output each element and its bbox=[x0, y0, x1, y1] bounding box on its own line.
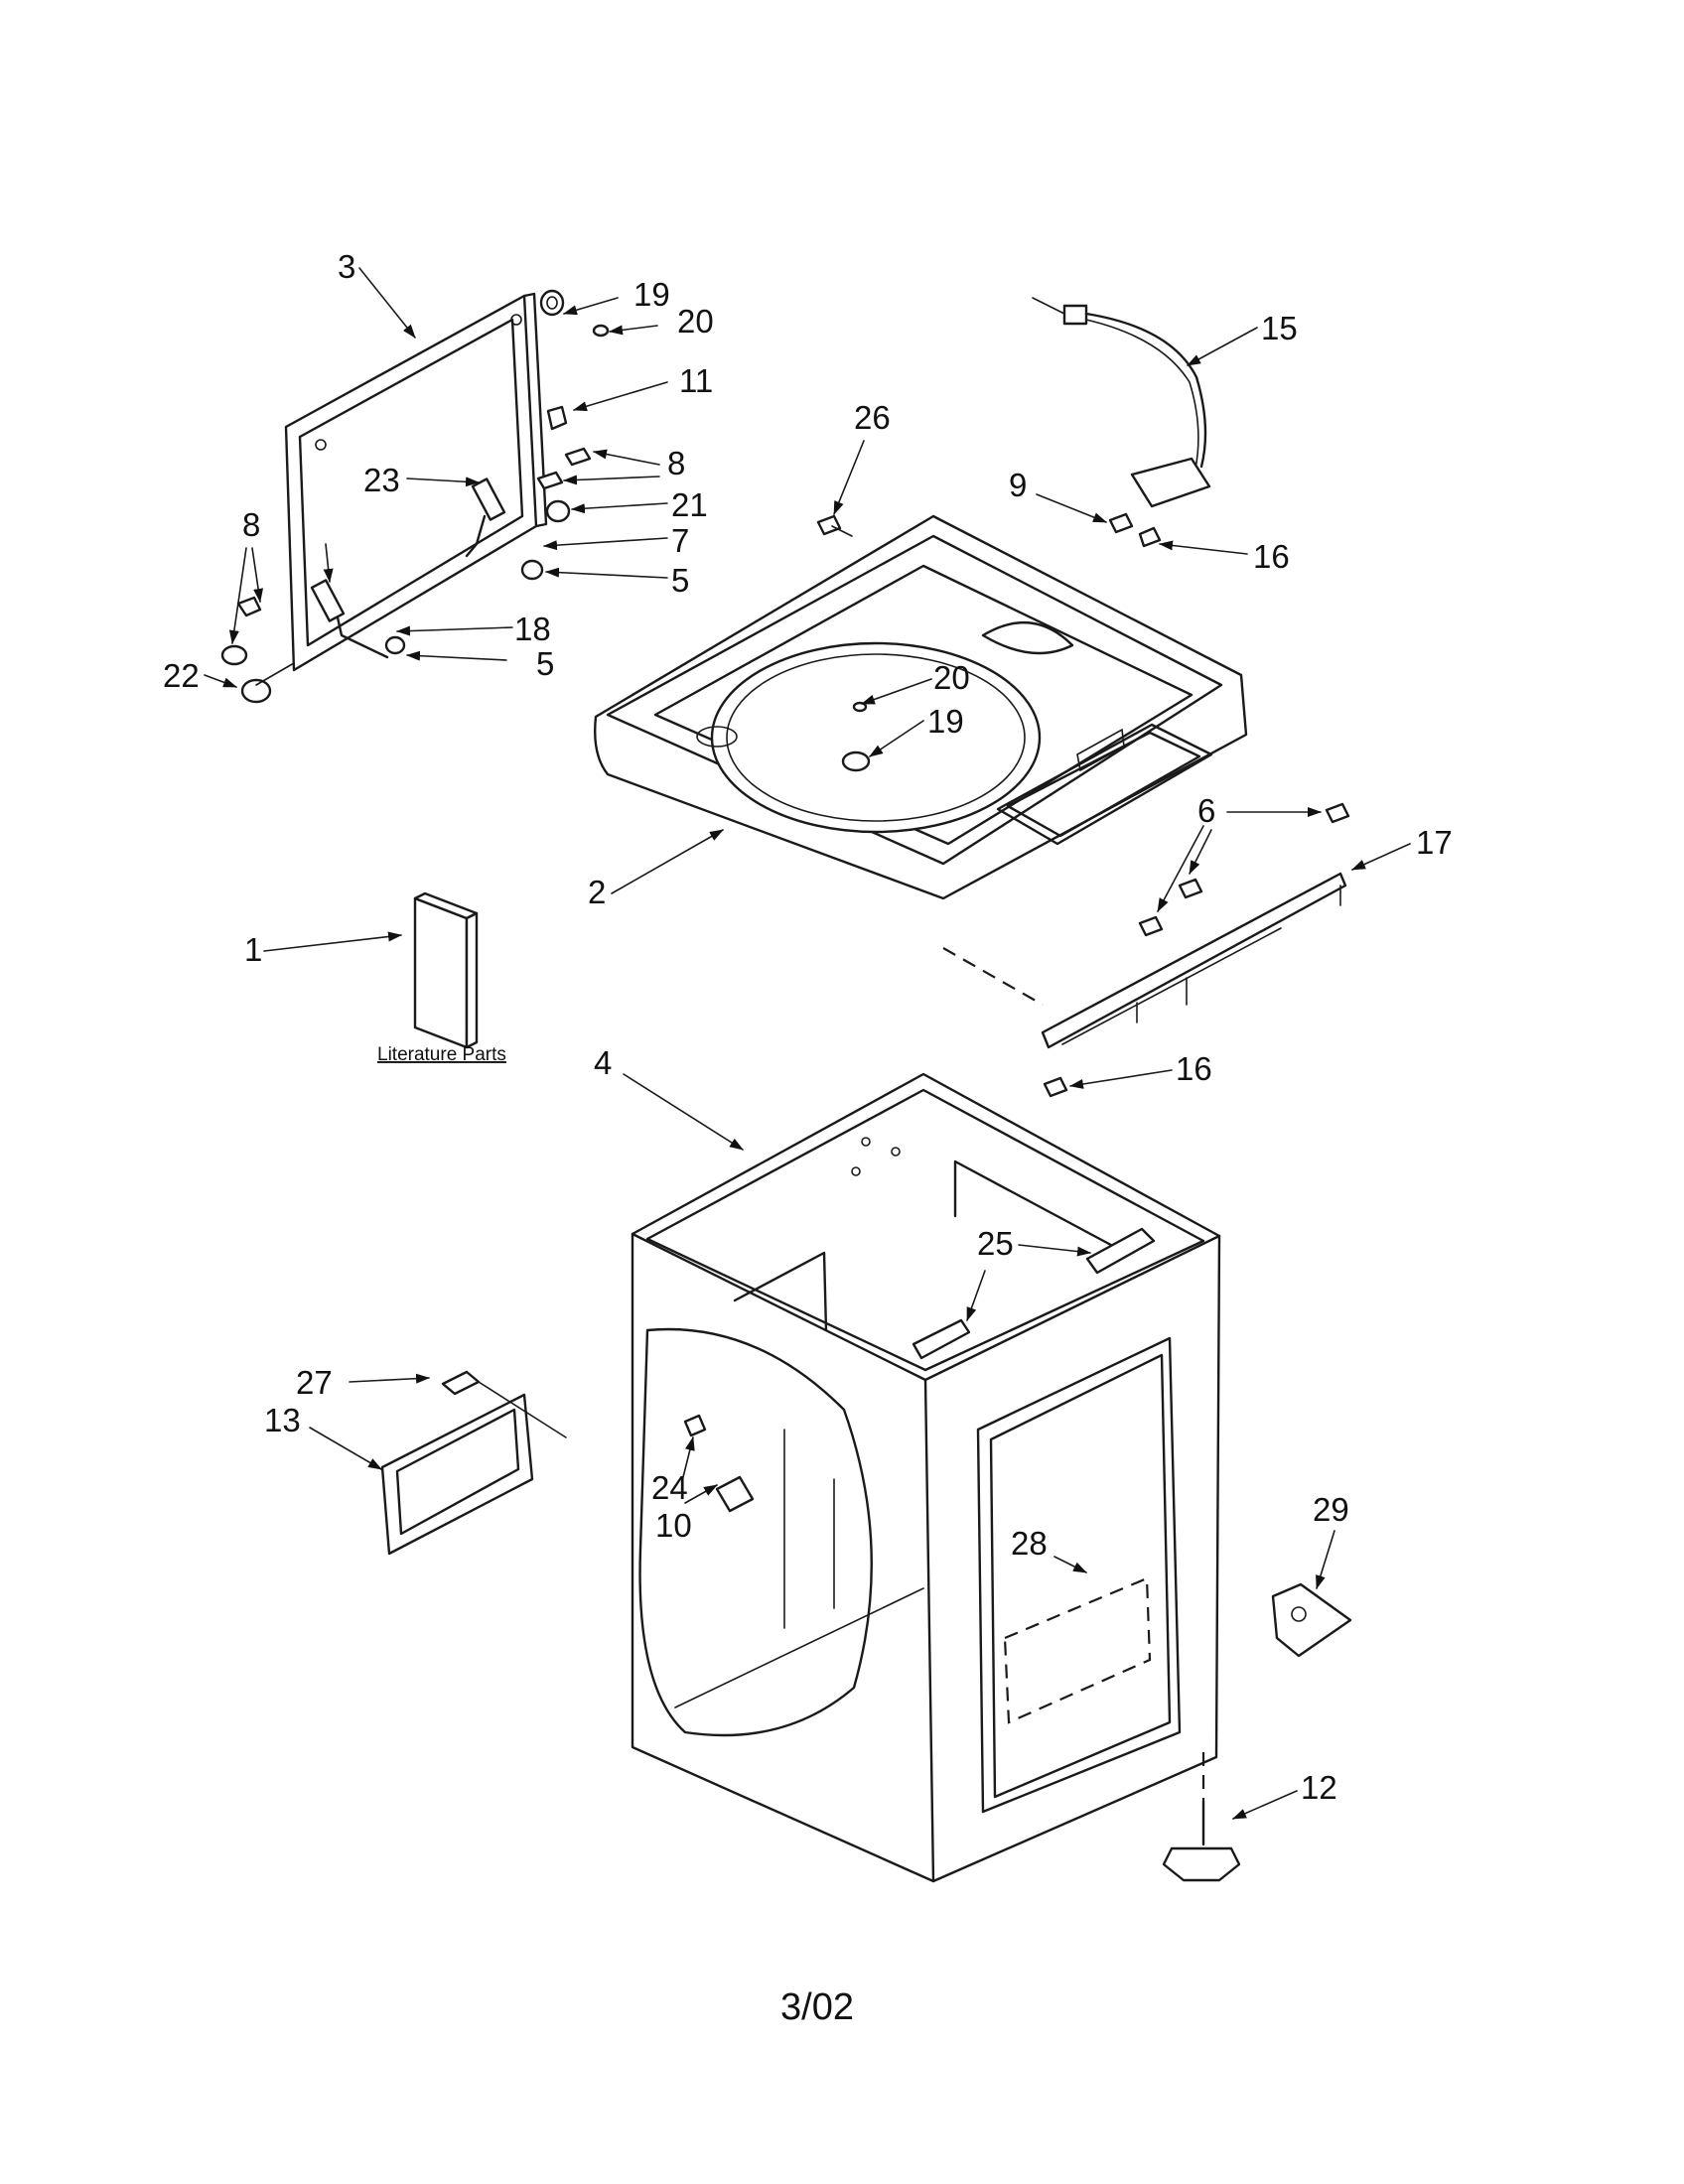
screw-26 bbox=[816, 514, 842, 536]
callout-16-upper: 16 bbox=[1253, 538, 1290, 575]
top-cover bbox=[594, 514, 1248, 900]
callout-25: 25 bbox=[977, 1225, 1014, 1262]
literature-label: Literature Parts bbox=[377, 1044, 506, 1065]
callout-3: 3 bbox=[338, 248, 355, 285]
callout-4: 4 bbox=[594, 1044, 612, 1081]
callout-12: 12 bbox=[1301, 1769, 1337, 1806]
leader-lines bbox=[204, 267, 1411, 1820]
literature-parts bbox=[413, 891, 479, 1049]
callout-11: 11 bbox=[679, 362, 713, 399]
callout-8-left: 8 bbox=[242, 506, 260, 543]
callout-29: 29 bbox=[1313, 1491, 1349, 1528]
callout-20-upper: 20 bbox=[677, 303, 714, 340]
callout-6: 6 bbox=[1197, 792, 1215, 829]
cabinet bbox=[631, 1072, 1221, 1883]
callout-19-lower: 19 bbox=[927, 703, 964, 740]
callout-26: 26 bbox=[854, 399, 891, 436]
bracket-17 bbox=[942, 802, 1350, 1098]
callout-22: 22 bbox=[163, 657, 200, 694]
callout-27: 27 bbox=[296, 1364, 333, 1401]
callout-5-upper: 5 bbox=[671, 562, 689, 599]
callout-10: 10 bbox=[655, 1507, 692, 1544]
callout-1: 1 bbox=[244, 931, 262, 968]
leveling-leg bbox=[1162, 1752, 1241, 1882]
callout-2: 2 bbox=[588, 874, 606, 910]
callout-7: 7 bbox=[671, 522, 689, 559]
lid-switch-harness bbox=[1032, 297, 1211, 548]
bracket-29 bbox=[1271, 1582, 1352, 1658]
callout-18: 18 bbox=[514, 611, 551, 647]
callout-13: 13 bbox=[264, 1402, 301, 1438]
lid-hardware bbox=[220, 289, 610, 704]
callout-28: 28 bbox=[1011, 1525, 1048, 1562]
callout-5-lower: 5 bbox=[536, 645, 554, 682]
callout-labels: 3 19 20 11 8 21 7 5 18 5 23 8 22 26 20 1… bbox=[163, 248, 1453, 1806]
callout-20-lower: 20 bbox=[933, 659, 970, 696]
callout-24: 24 bbox=[651, 1469, 688, 1506]
callout-23: 23 bbox=[363, 462, 400, 498]
callout-19-upper: 19 bbox=[633, 276, 670, 313]
callout-8-right: 8 bbox=[667, 445, 685, 481]
callout-16-lower: 16 bbox=[1176, 1050, 1212, 1087]
date-code: 3/02 bbox=[780, 1986, 854, 2028]
callout-21: 21 bbox=[671, 486, 708, 523]
access-panel bbox=[380, 1370, 567, 1556]
lid-assembly bbox=[284, 292, 548, 672]
callout-9: 9 bbox=[1009, 467, 1027, 503]
callout-17: 17 bbox=[1416, 824, 1453, 861]
callout-15: 15 bbox=[1261, 310, 1298, 346]
